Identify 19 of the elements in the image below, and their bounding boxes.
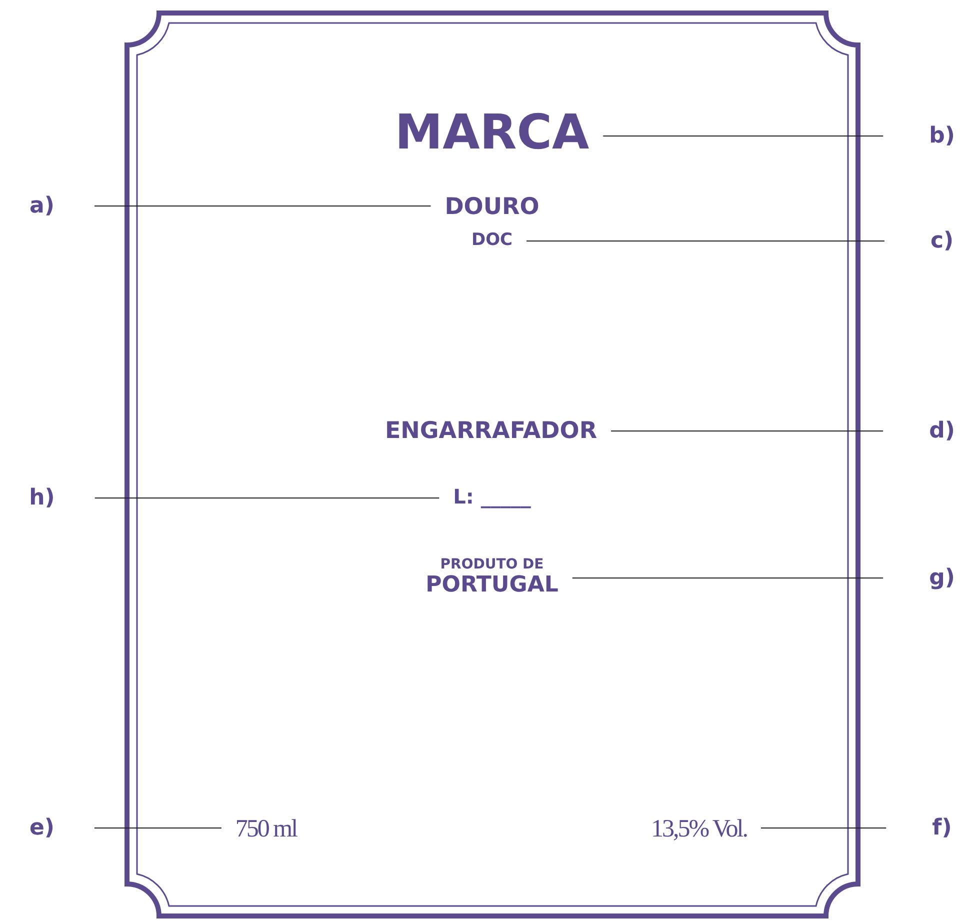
label-text: PRODUTO DE bbox=[439, 556, 545, 572]
label-text: PORTUGAL bbox=[426, 572, 558, 598]
callout-letter: b) bbox=[929, 123, 955, 149]
callout-letter: c) bbox=[930, 228, 954, 254]
label-text: DOC bbox=[471, 231, 513, 251]
label-text: MARCA bbox=[394, 105, 590, 161]
callout-letter: e) bbox=[30, 815, 54, 841]
leader-line bbox=[526, 240, 885, 242]
label-text: ENGARRAFADOR bbox=[384, 418, 598, 444]
lot-number-text: L: _____ bbox=[453, 486, 531, 508]
callout-letter: d) bbox=[929, 418, 955, 444]
callout-letter: a) bbox=[30, 193, 54, 219]
callout-letter: h) bbox=[29, 485, 55, 511]
volume-text: 750 ml bbox=[235, 816, 297, 844]
callout-letter: g) bbox=[929, 565, 955, 591]
callout-letter: f) bbox=[932, 815, 952, 841]
alcohol-content-text: 13,5% Vol. bbox=[651, 816, 747, 844]
leader-line bbox=[610, 430, 884, 432]
label-text: DOURO bbox=[444, 194, 540, 220]
